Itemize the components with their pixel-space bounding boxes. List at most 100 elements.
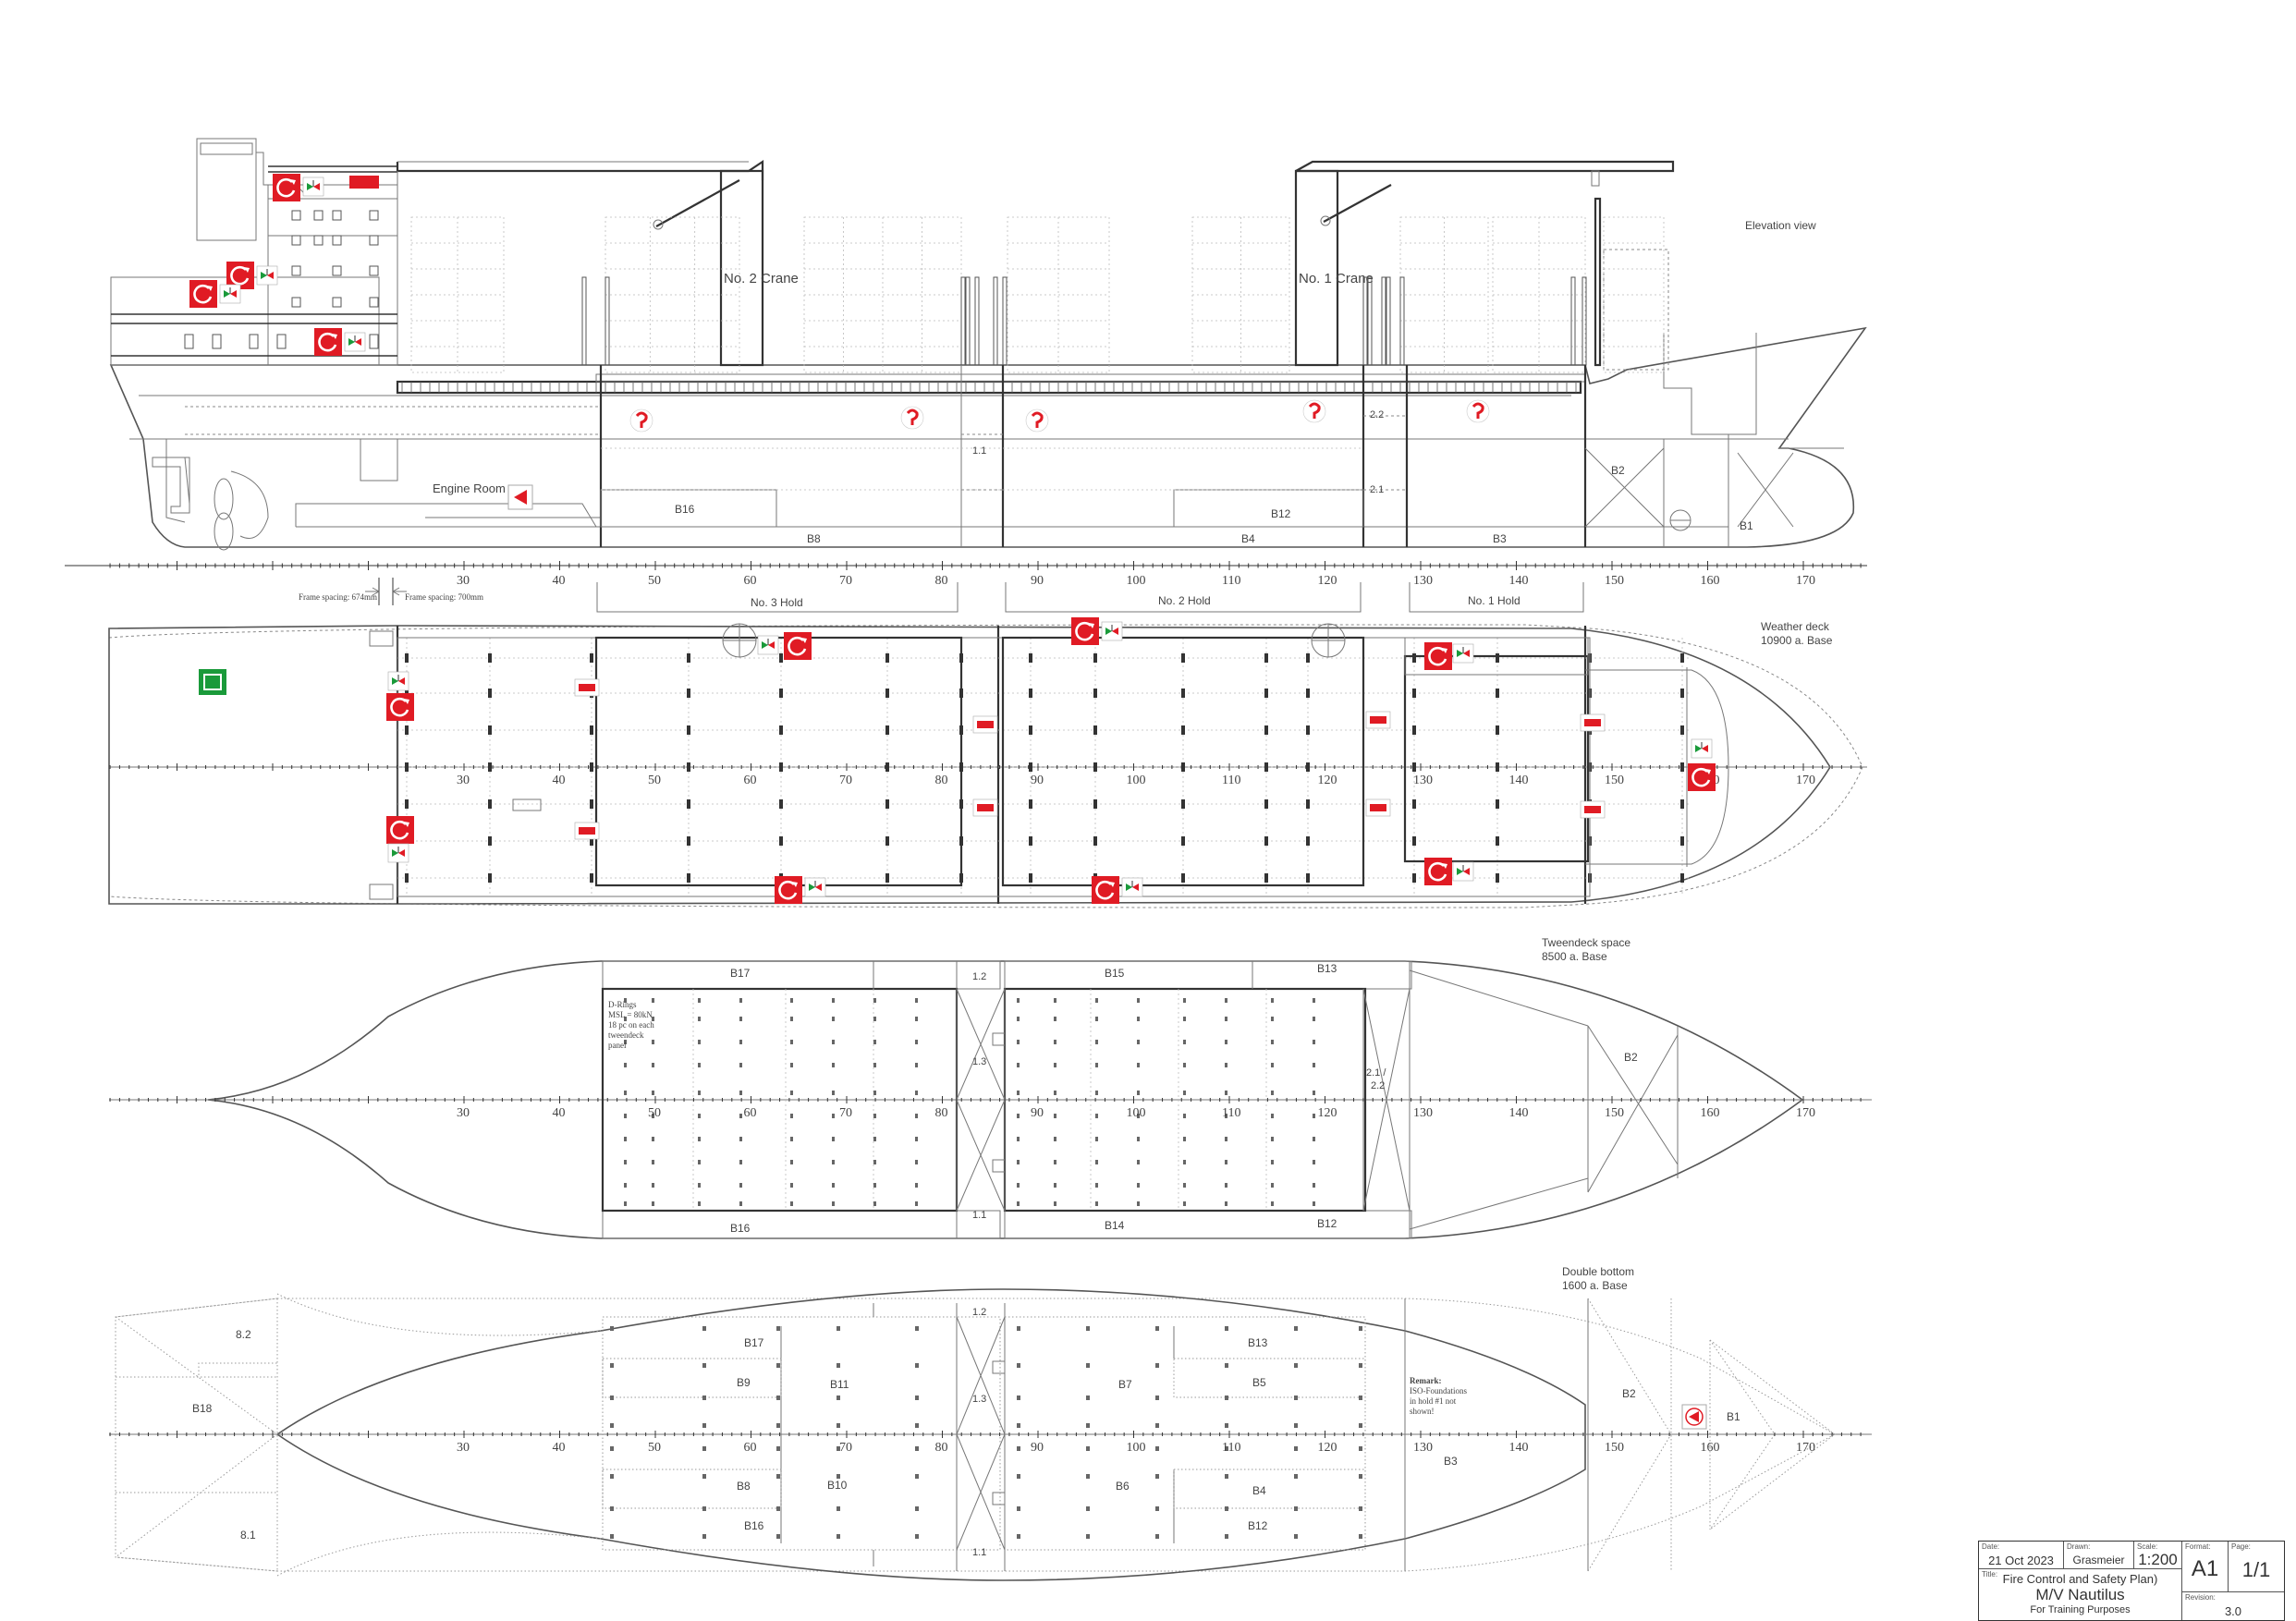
frame-number-label: 40: [553, 774, 566, 787]
hose-box-icon: [1365, 798, 1391, 817]
engine-room-label: Engine Room: [433, 481, 506, 495]
svg-text:ISO-Foundations: ISO-Foundations: [1410, 1386, 1468, 1396]
warning-flag-icon: [349, 176, 379, 189]
frame-spacing-fwd-note: Frame spacing: 700mm: [405, 592, 483, 602]
frame-number-label: 60: [744, 1106, 757, 1120]
crane-no-1: No. 1 Crane: [1294, 160, 1675, 367]
title-block-scale: Scale: 1:200: [2134, 1542, 2182, 1569]
frame-number-label: 90: [1031, 1441, 1044, 1455]
crane-no-2-label: No. 2 Crane: [724, 271, 799, 286]
frame-number-label: 50: [648, 1106, 661, 1120]
tank-1-1-elevation: 1.1: [972, 445, 986, 457]
tank-b16-elevation: B16: [675, 503, 695, 516]
fire-extinguisher-icon: [385, 814, 416, 846]
tank-2-2-elevation: 2.2: [1370, 409, 1384, 420]
fire-valve-icon: [757, 635, 779, 655]
frame-number-label: 40: [553, 574, 566, 588]
frame-number-label: 70: [839, 1106, 852, 1120]
tank-b2-db: B2: [1622, 1387, 1636, 1400]
frame-number-label: 130: [1413, 774, 1433, 787]
fire-extinguisher-icon: [1423, 640, 1454, 672]
frame-number-label: 70: [839, 574, 852, 588]
frame-number-label: 40: [553, 1106, 566, 1120]
d-ring-markers: [624, 998, 1315, 1206]
title-block-drawn: Drawn: Grasmeier: [2064, 1542, 2134, 1569]
fire-extinguisher-icon: [271, 172, 302, 203]
tank-b16-db: B16: [744, 1519, 764, 1532]
frame-number-label: 170: [1796, 774, 1815, 787]
frame-number-label: 160: [1701, 1106, 1720, 1120]
tank-b6: B6: [1116, 1480, 1130, 1493]
tank-b5: B5: [1252, 1376, 1266, 1389]
tweendeck-panels: [601, 960, 1679, 1239]
hose-box-icon: [1580, 800, 1606, 819]
title-block-date: Date: 21 Oct 2023: [1979, 1542, 2064, 1569]
tank-b13-tweendeck: B13: [1317, 962, 1337, 975]
hose-box-icon: [1580, 713, 1606, 732]
frame-number-label: 150: [1605, 574, 1624, 588]
fire-hydrant-icon: [629, 408, 654, 433]
frame-number-label: 80: [935, 1441, 948, 1455]
frame-number-label: 140: [1509, 574, 1529, 588]
fire-hydrant-icon: [1301, 398, 1327, 424]
frame-number-label: 80: [935, 1106, 948, 1120]
tank-b12-tweendeck: B12: [1317, 1217, 1337, 1230]
double-bottom-tanks: [115, 1293, 1836, 1577]
fire-extinguisher-icon: [1686, 762, 1717, 793]
svg-text:shown!: shown!: [1410, 1407, 1435, 1416]
fire-valve-icon: [1121, 877, 1143, 897]
frame-number-label: 90: [1031, 1106, 1044, 1120]
frame-number-label: 140: [1509, 1106, 1529, 1120]
frame-number-label: 170: [1796, 1441, 1815, 1455]
emergency-fire-pump-icon: [507, 484, 533, 510]
frame-number-label: 100: [1127, 774, 1146, 787]
frame-number-label: 30: [457, 774, 470, 787]
tank-1-1-tweendeck: 1.1: [972, 1210, 986, 1221]
fire-extinguisher-icon: [1090, 874, 1121, 906]
frame-number-label: 160: [1701, 1441, 1720, 1455]
tank-b8-db: B8: [737, 1480, 751, 1493]
frame-number-label: 60: [744, 1441, 757, 1455]
frame-number-label: 30: [457, 1106, 470, 1120]
frame-number-label: 150: [1605, 1441, 1624, 1455]
remark-note: Remark: ISO-Foundations in hold #1 not s…: [1410, 1376, 1468, 1416]
fire-extinguisher-icon: [1423, 856, 1454, 887]
tank-b15-tweendeck: B15: [1105, 967, 1125, 980]
frame-number-label: 70: [839, 1441, 852, 1455]
fire-extinguisher-icon: [312, 326, 344, 358]
fire-valve-icon: [387, 671, 409, 691]
hose-box-icon: [574, 822, 600, 840]
hose-box-icon: [972, 715, 998, 734]
svg-text:Remark:: Remark:: [1410, 1376, 1442, 1385]
tank-b12-elevation: B12: [1271, 507, 1291, 520]
accommodation-block: [110, 138, 398, 366]
fire-valve-icon: [804, 877, 826, 897]
fire-valve-icon: [344, 332, 366, 352]
svg-text:panel: panel: [608, 1041, 627, 1050]
tank-b10: B10: [827, 1479, 848, 1492]
double-bottom-level: 1600 a. Base: [1562, 1279, 1628, 1292]
fire-hydrant-icon: [1024, 408, 1050, 433]
tank-b16-tweendeck: B16: [730, 1222, 751, 1235]
title-block-page: Page: 1/1: [2229, 1542, 2284, 1592]
frame-number-label: 130: [1413, 1441, 1433, 1455]
tank-2-1-tweendeck: 2.1 /: [1366, 1067, 1386, 1079]
svg-text:D-Rings: D-Rings: [608, 1000, 637, 1009]
frame-number-label: 110: [1222, 1106, 1240, 1120]
tweendeck-plan: Tweendeck space 8500 a. Base: [109, 936, 1872, 1239]
frame-number-label: 120: [1318, 574, 1337, 588]
hold-no-1-label: No. 1 Hold: [1468, 594, 1520, 607]
frame-number-label: 140: [1509, 774, 1529, 787]
svg-text:in hold #1 not: in hold #1 not: [1410, 1396, 1457, 1406]
fire-hydrant-icon: [1465, 398, 1491, 424]
tank-b3-elevation: B3: [1493, 532, 1507, 545]
hose-box-icon: [574, 678, 600, 697]
tank-b17-tweendeck: B17: [730, 967, 751, 980]
fire-valve-icon: [1452, 861, 1474, 882]
tank-b7: B7: [1118, 1378, 1132, 1391]
fire-extinguisher-icon: [1069, 615, 1101, 647]
tank-b4-db: B4: [1252, 1484, 1266, 1497]
tank-b4-elevation: B4: [1241, 532, 1255, 545]
frame-number-label: 160: [1701, 574, 1720, 588]
frame-number-label: 100: [1127, 574, 1146, 588]
